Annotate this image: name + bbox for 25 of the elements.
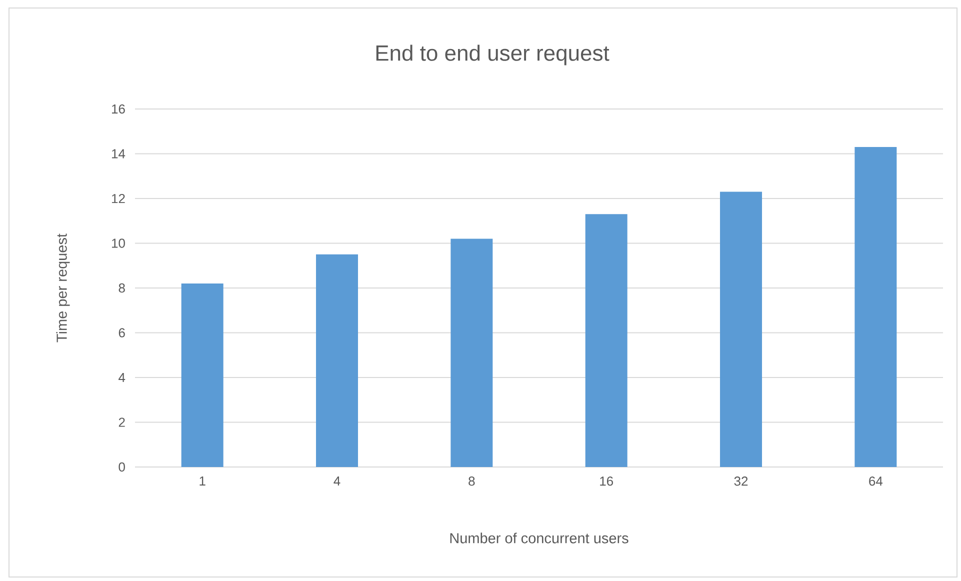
y-tick-label: 12 bbox=[112, 194, 125, 204]
x-tick-label: 64 bbox=[869, 476, 883, 486]
y-tick-label: 16 bbox=[112, 104, 125, 114]
bar bbox=[316, 254, 358, 467]
axis-title: Time per request bbox=[56, 234, 70, 342]
bar bbox=[720, 192, 762, 467]
bar bbox=[450, 238, 493, 467]
y-tick-label: 0 bbox=[118, 462, 125, 472]
x-tick-label: 16 bbox=[600, 476, 614, 486]
bar bbox=[181, 284, 224, 467]
y-tick-label: 14 bbox=[112, 149, 126, 158]
y-tick-label: 8 bbox=[118, 283, 125, 293]
x-tick-label: 1 bbox=[200, 476, 206, 486]
bar bbox=[854, 147, 897, 467]
chart-title: End to end user request bbox=[376, 44, 610, 66]
x-tick-label: 32 bbox=[734, 476, 748, 486]
axis-title: Number of concurrent users bbox=[450, 532, 628, 544]
y-tick-label: 6 bbox=[118, 328, 125, 338]
bar-chart: 1 4 8 16 32 64 0 2 4 6 8 10 12 14 16 bbox=[112, 104, 944, 486]
x-tick-label: 4 bbox=[334, 476, 340, 486]
y-tick-label: 10 bbox=[112, 238, 125, 248]
x-tick-label: 8 bbox=[468, 476, 475, 486]
y-tick-label: 4 bbox=[118, 373, 126, 382]
bar bbox=[585, 214, 628, 467]
y-tick-label: 2 bbox=[118, 418, 125, 427]
